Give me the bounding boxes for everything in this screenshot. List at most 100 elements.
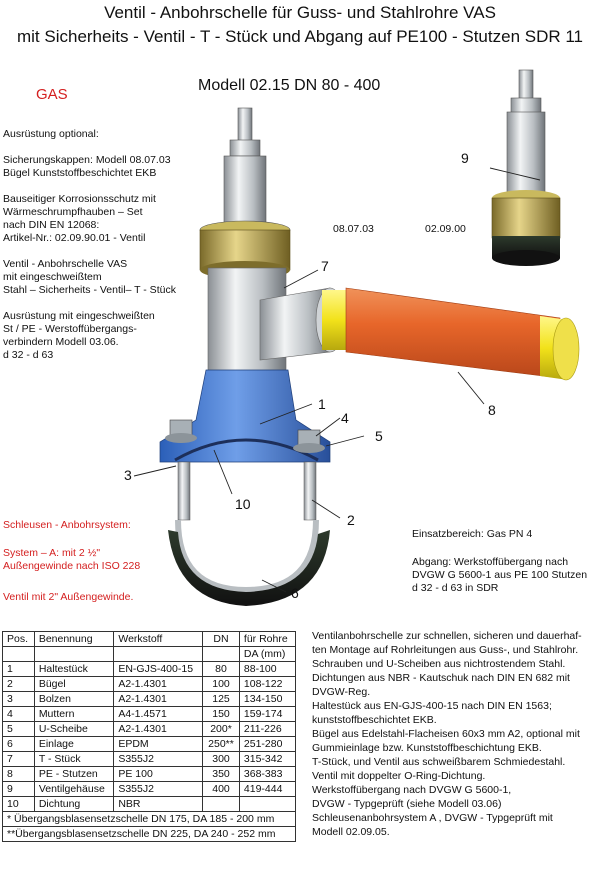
description-line: Dichtungen aus NBR - Kautschuk nach DIN … [312, 672, 570, 684]
cell-benennung: Haltestück [33, 661, 115, 677]
cell-da: 88-100 [238, 661, 297, 677]
cell-pos: 6 [2, 736, 35, 752]
cell-dn: 200* [202, 721, 240, 737]
cell-werkstoff: NBR [113, 796, 204, 812]
callout-9: 9 [461, 150, 469, 166]
einsatz-line-2: Abgang: Werkstoffübergang nach [412, 556, 569, 568]
cell-pos: 5 [2, 721, 35, 737]
schleusen-line-1: System – A: mit 2 ½" [3, 547, 101, 559]
note-line: Ventil - Anbohrschelle VAS [3, 258, 128, 270]
description-line: Haltestück aus EN-GJS-400-15 nach DIN EN… [312, 700, 552, 712]
cell-pos: 3 [2, 691, 35, 707]
ref-02-09-00: 02.09.00 [425, 223, 466, 235]
callout-3: 3 [124, 467, 132, 483]
cell-dn: 150 [202, 706, 240, 722]
callout-6: 6 [291, 585, 299, 601]
cell-pos: 7 [2, 751, 35, 767]
cell-da: 159-174 [238, 706, 297, 722]
gas-label: GAS [36, 86, 68, 103]
schleusen-line-3: Ventil mit 2" Außengewinde. [3, 591, 134, 603]
description-line: kunststoffbeschichtet EKB. [312, 714, 437, 726]
cell-da: 368-383 [238, 766, 297, 782]
cell-benennung: PE - Stutzen [33, 766, 115, 782]
note-line: verbindern Modell 03.06. [3, 336, 119, 348]
note-line: Ausrüstung optional: [3, 128, 99, 140]
description-line: DVGW-Reg. [312, 686, 371, 698]
einsatz-line-4: d 32 - d 63 in SDR [412, 582, 499, 594]
cell-werkstoff: PE 100 [113, 766, 204, 782]
callout-4: 4 [341, 410, 349, 426]
note-line: nach DIN EN 12068: [3, 219, 100, 231]
cell-da: 315-342 [238, 751, 297, 767]
cell-benennung: Muttern [33, 706, 115, 722]
schleusen-line-2: Außengewinde nach ISO 228 [3, 560, 141, 572]
cell-benennung: Bügel [33, 676, 115, 692]
cell-dn: 400 [202, 781, 240, 797]
description-line: DVGW - Typgeprüft (siehe Modell 03.06) [312, 798, 502, 810]
cell-da: 211-226 [238, 721, 297, 737]
description-line: Bügel aus Edelstahl-Flacheisen 60x3 mm A… [312, 728, 580, 740]
note-line: Wärmeschrumpfhauben – Set [3, 206, 143, 218]
callout-7: 7 [321, 258, 329, 274]
description-line: Gummieinlage bzw. Kunststoffbeschichtung… [312, 742, 542, 754]
cell-benennung: T - Stück [33, 751, 115, 767]
note-line: mit eingeschweißtem [3, 271, 102, 283]
cell-da: 419-444 [238, 781, 297, 797]
cell-da: 108-122 [238, 676, 297, 692]
description: Ventilanbohrschelle zur schnellen, siche… [312, 629, 598, 839]
footnote-1: * Übergangsblasensetzschelle DN 175, DA … [2, 811, 296, 827]
cell-benennung: Ventilgehäuse [33, 781, 115, 797]
note-line: d 32 - d 63 [3, 349, 54, 361]
description-line: T-Stück, und Ventil aus schweißbarem Sch… [312, 756, 566, 768]
title-line-2: mit Sicherheits - Ventil - T - Stück und… [16, 27, 584, 46]
valve-illustration [133, 69, 580, 606]
cell-dn: 100 [202, 676, 240, 692]
callout-5: 5 [375, 428, 383, 444]
table-subheader-row: DA (mm) [2, 646, 297, 662]
cell-werkstoff: EPDM [113, 736, 204, 752]
cell-pos: 4 [2, 706, 35, 722]
note-line: Bauseitiger Korrosionsschutz mit [3, 193, 156, 205]
callout-8: 8 [488, 402, 496, 418]
nuts [165, 419, 325, 453]
cell-pos: 2 [2, 676, 35, 692]
callout-1: 1 [318, 396, 326, 412]
cell-pos: 1 [2, 661, 35, 677]
cell-werkstoff: EN-GJS-400-15 [113, 661, 204, 677]
description-line: Werkstoffübergang nach DVGW G 5600-1, [312, 784, 512, 796]
parts-table: Pos. Benennung Werkstoff DN für Rohre DA… [2, 631, 297, 842]
header-dn: DN [202, 631, 240, 647]
schleusen-title: Schleusen - Anbohrsystem: [3, 519, 131, 531]
footnote-2: **Übergangsblasensetzschelle DN 225, DA … [2, 826, 296, 842]
note-line: Artikel-Nr.: 02.09.90.01 - Ventil [3, 232, 146, 244]
footnote-row: * Übergangsblasensetzschelle DN 175, DA … [2, 811, 296, 827]
cell-dn: 125 [202, 691, 240, 707]
cell-werkstoff: S355J2 [113, 781, 204, 797]
note-line: St / PE - Werstoffübergangs- [3, 323, 137, 335]
cell-pos: 10 [2, 796, 35, 812]
model-label: Modell 02.15 DN 80 - 400 [198, 77, 381, 94]
cell-benennung: Bolzen [33, 691, 115, 707]
strap-and-liner [168, 519, 330, 606]
header-fuer-rohre: für Rohre [238, 631, 297, 647]
einsatz-line-1: Einsatzbereich: Gas PN 4 [412, 528, 533, 540]
pe-outlet [322, 287, 580, 381]
valve-stem [199, 107, 291, 279]
cell-da [238, 796, 297, 812]
valve-9 [491, 69, 561, 266]
header-pos: Pos. [2, 631, 35, 647]
header-da: DA (mm) [238, 646, 297, 662]
cell-werkstoff: A2-1.4301 [113, 691, 204, 707]
note-line: Sicherungskappen: Modell 08.07.03 [3, 154, 171, 166]
ref-08-07-03: 08.07.03 [333, 223, 374, 235]
cell-werkstoff: A2-1.4301 [113, 676, 204, 692]
